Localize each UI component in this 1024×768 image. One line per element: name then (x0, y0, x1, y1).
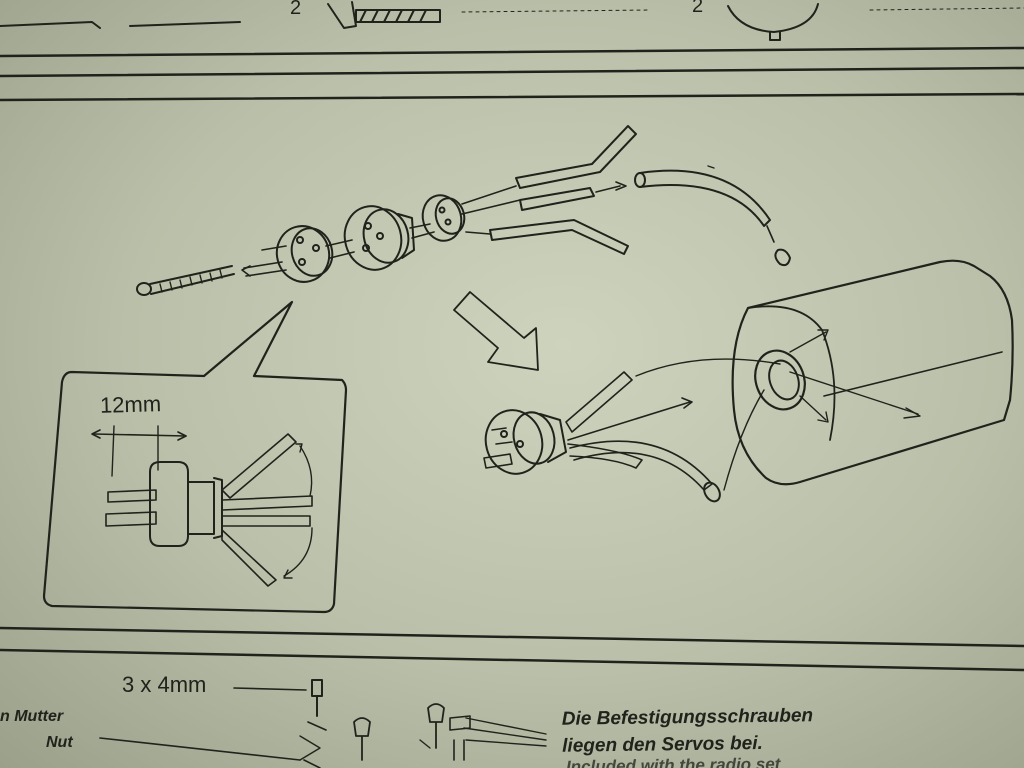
wire-middle (519, 187, 595, 211)
qty-collar: 2 (692, 0, 703, 17)
wood-screw-icon (327, 1, 441, 29)
frame-line-4 (0, 626, 1024, 648)
servo-body (731, 259, 1014, 486)
mounting-note-german: Die Befestigungsschrauben liegen den Ser… (562, 702, 814, 760)
part-label-german: n Mutter (0, 708, 64, 725)
frame-line-5 (0, 648, 1024, 672)
extension-cable (634, 169, 791, 267)
detail-callout (42, 300, 348, 614)
assembled-plug (483, 409, 567, 475)
top-parts-strip: 2 2 (0, 0, 1024, 41)
connector-disc-3 (421, 194, 466, 242)
exploded-connector (136, 125, 791, 296)
dimension-label-12mm: 12mm (99, 391, 162, 418)
small-screw-icon (311, 679, 323, 717)
mounting-note-english: Included with the radio set (565, 754, 781, 768)
frame-line-3 (0, 92, 1024, 102)
wire-upper (515, 125, 637, 189)
bottom-section-drawing (99, 679, 547, 768)
frame-line-1 (0, 46, 1024, 58)
mounting-note-line-1: Die Befestigungsschrauben (561, 705, 814, 730)
wire-lower (489, 219, 629, 255)
grommet-hole (754, 349, 806, 411)
assembled-view (483, 259, 1014, 503)
frame-line-2 (0, 66, 1024, 78)
part-label-english: Nut (46, 734, 73, 751)
connector-disc-1 (275, 225, 334, 283)
direction-arrow (453, 291, 539, 371)
connector-disc-2 (343, 205, 415, 271)
screw-size-label: 3 x 4mm (122, 672, 207, 697)
long-bolt (136, 265, 235, 296)
collar-icon (727, 3, 819, 41)
qty-screw: 2 (290, 0, 301, 19)
